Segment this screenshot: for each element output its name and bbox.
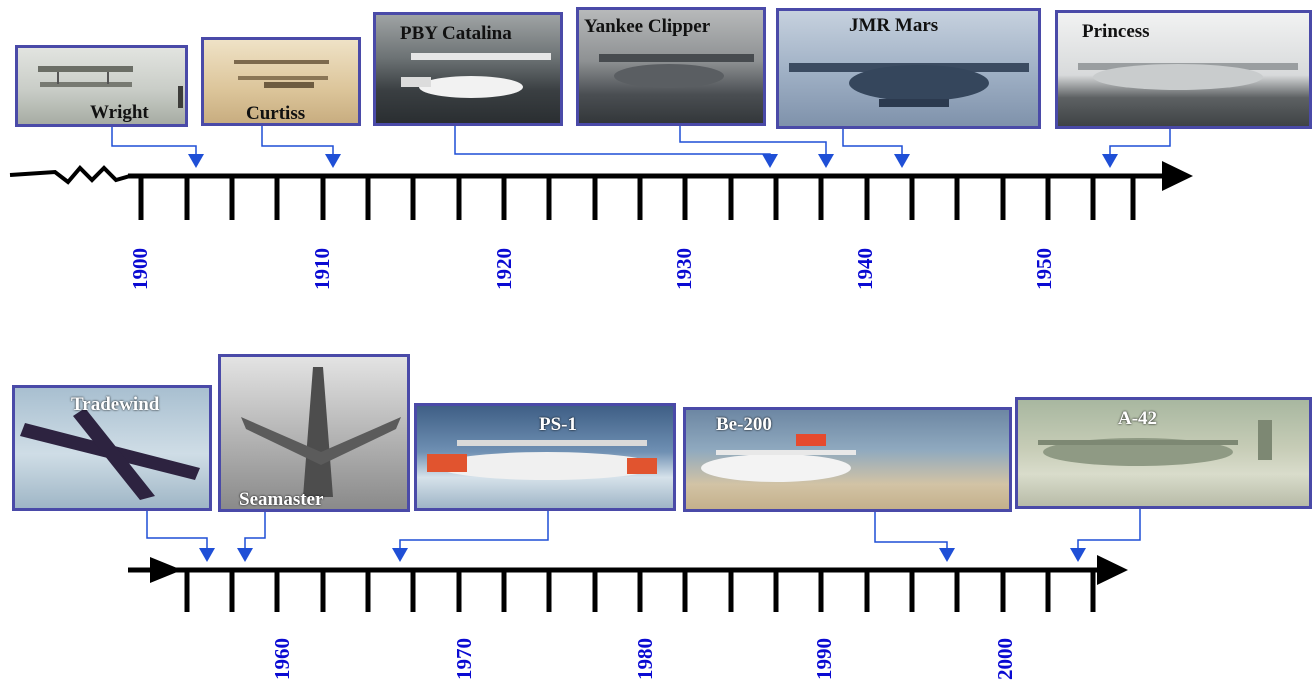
connector-line xyxy=(399,511,549,552)
year-label-1960: 1960 xyxy=(270,638,294,680)
tradewind-icon xyxy=(20,408,200,500)
axis-arrow-top xyxy=(1162,161,1193,191)
connector-line xyxy=(146,511,208,548)
year-label-1950: 1950 xyxy=(1032,248,1056,290)
photo-be-200: Be-200 xyxy=(683,407,1012,512)
date-marker-icon xyxy=(818,154,834,168)
pby-catalina-icon xyxy=(401,53,551,98)
photo-wright: Wright xyxy=(15,45,188,127)
aircraft-label-pby-catalina: PBY Catalina xyxy=(400,23,512,44)
year-label-1900: 1900 xyxy=(128,248,152,290)
date-marker-icon xyxy=(1070,548,1086,562)
yankee-clipper-icon xyxy=(599,54,754,88)
aircraft-label-a-42: A-42 xyxy=(1118,408,1158,429)
be-200-icon xyxy=(701,434,856,482)
year-label-1940: 1940 xyxy=(853,248,877,290)
connector-line xyxy=(244,512,266,548)
year-label-2000: 2000 xyxy=(993,638,1017,680)
aircraft-label-princess: Princess xyxy=(1082,21,1150,42)
jmr-mars-icon xyxy=(789,63,1029,107)
date-marker-icon xyxy=(392,548,408,562)
date-marker-icon xyxy=(325,154,341,168)
connector-line xyxy=(1109,129,1171,156)
photo-tradewind: Tradewind xyxy=(12,385,212,511)
date-marker-icon xyxy=(199,548,215,562)
curtiss-plane-icon xyxy=(234,60,329,88)
year-label-1980: 1980 xyxy=(633,638,657,680)
date-marker-icon xyxy=(939,548,955,562)
aircraft-label-be-200: Be-200 xyxy=(716,414,772,435)
year-label-1920: 1920 xyxy=(492,248,516,290)
date-marker-icon xyxy=(188,154,204,168)
connector-lines xyxy=(111,126,1171,552)
ticks-top xyxy=(138,176,1136,220)
connector-line xyxy=(1077,509,1141,548)
year-label-1910: 1910 xyxy=(310,248,334,290)
a-42-icon xyxy=(1038,420,1272,466)
photo-ps-1: PS-1 xyxy=(414,403,676,511)
photo-curtiss: Curtiss xyxy=(201,37,361,126)
wright-flyer-icon xyxy=(38,66,183,108)
connector-line xyxy=(842,129,903,156)
aircraft-label-ps-1: PS-1 xyxy=(539,414,577,435)
year-label-1990: 1990 xyxy=(812,638,836,680)
axis-arrow-bottom xyxy=(1097,555,1128,585)
date-marker-icon xyxy=(237,548,253,562)
aircraft-label-tradewind: Tradewind xyxy=(71,394,160,415)
ticks-bottom xyxy=(184,570,1096,612)
seamaster-icon xyxy=(241,367,401,497)
year-label-1930: 1930 xyxy=(672,248,696,290)
aircraft-label-curtiss: Curtiss xyxy=(246,103,306,124)
aircraft-label-jmr-mars: JMR Mars xyxy=(849,15,939,36)
photo-princess: Princess xyxy=(1055,10,1312,129)
photo-seamaster: Seamaster xyxy=(218,354,410,512)
date-marker-icon xyxy=(762,154,778,168)
connector-line xyxy=(454,126,771,160)
ps-1-icon xyxy=(427,440,657,480)
connector-line xyxy=(261,126,334,156)
photo-jmr-mars: JMR Mars xyxy=(776,8,1041,129)
photo-a-42: A-42 xyxy=(1015,397,1312,509)
aircraft-label-wright: Wright xyxy=(90,102,149,123)
photo-yankee-clipper: Yankee Clipper xyxy=(576,7,766,126)
date-marker-icon xyxy=(894,154,910,168)
timeline-axis-top xyxy=(9,161,1193,191)
aircraft-label-seamaster: Seamaster xyxy=(239,489,324,510)
princess-icon xyxy=(1078,63,1298,90)
year-label-1970: 1970 xyxy=(452,638,476,680)
date-marker-icon xyxy=(1102,154,1118,168)
photo-pby-catalina: PBY Catalina xyxy=(373,12,563,126)
date-markers xyxy=(188,154,1118,562)
connector-line xyxy=(874,512,948,548)
connector-line xyxy=(111,127,197,156)
connector-line xyxy=(679,126,827,156)
axis-break-squiggle xyxy=(9,165,131,185)
timeline-axis-bottom xyxy=(128,555,1128,585)
aircraft-label-yankee-clipper: Yankee Clipper xyxy=(584,16,711,37)
